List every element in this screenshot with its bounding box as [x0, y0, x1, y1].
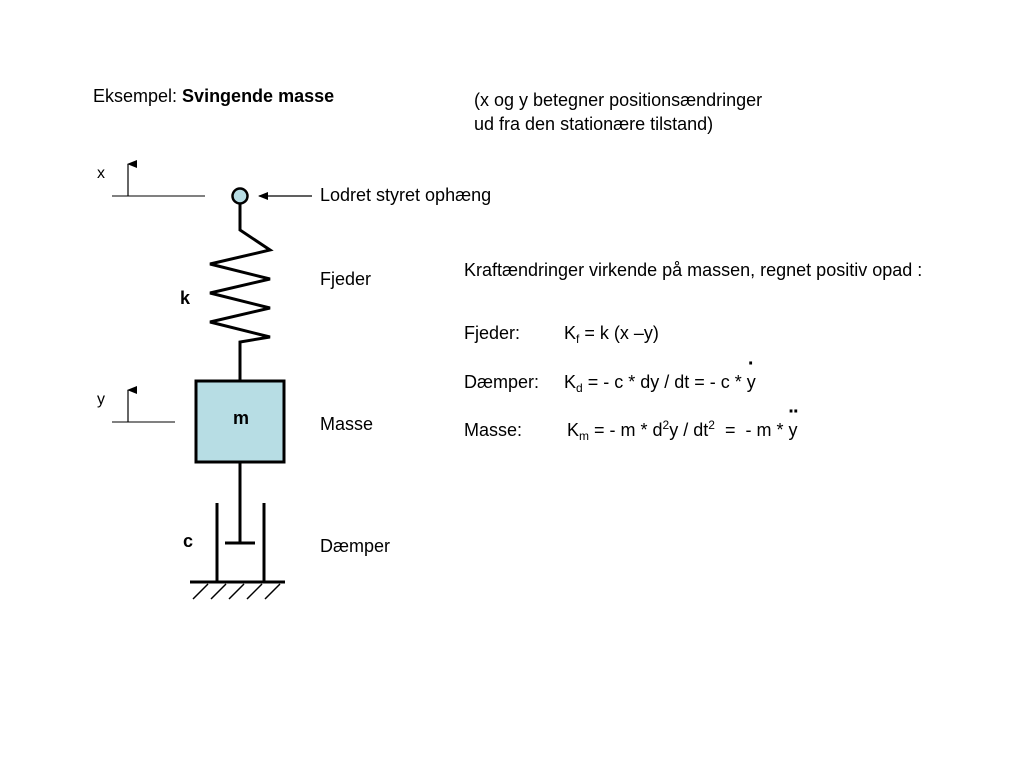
equation-mass: Masse:Km = - m * d2y / dt2 = - m * ··y [464, 402, 800, 443]
ground-hatching [192, 583, 281, 600]
note-line-1: (x og y betegner positionsændringer [474, 90, 763, 110]
label-mass: Masse [320, 414, 374, 434]
spring [209, 204, 274, 381]
equation-damper-ydot: ·y [746, 354, 756, 393]
equation-damper: Dæmper: Kd = - c * dy / dt = - c * ·y [464, 354, 756, 395]
equation-mass-var: y [788, 420, 798, 440]
title-prefix: Eksempel: [93, 86, 183, 106]
spring-symbol-k: k [180, 288, 191, 308]
equation-mass-subscript: m [579, 429, 590, 443]
label-damper: Dæmper [320, 536, 391, 556]
equation-mass-sup-b: 2 [708, 418, 715, 432]
equation-spring-subscript: f [576, 332, 580, 346]
equation-mass-expr-a: = - m * d [589, 420, 663, 440]
equation-spring: Fjeder: Kf = k (x –y) [464, 322, 659, 346]
equation-mass-yddot: ··y [788, 402, 799, 441]
equation-spring-K: K [564, 323, 577, 343]
equation-damper-name: Dæmper: [464, 372, 540, 392]
forces-heading: Kraftændringer virkende på massen, regne… [464, 260, 923, 280]
derivative-double-dot: ·· [788, 401, 799, 423]
y-label: y [97, 391, 105, 408]
mass-symbol-m: m [233, 408, 249, 428]
label-spring: Fjeder [320, 269, 372, 289]
equation-spring-expr: = k (x –y) [579, 323, 659, 343]
page-title: Eksempel: Svingende masse [93, 85, 334, 107]
equation-mass-name: Masse: [464, 420, 523, 440]
equation-mass-sup-a: 2 [662, 418, 670, 432]
equation-spring-name: Fjeder: [464, 323, 521, 343]
equation-mass-expr-b: y / dt [669, 420, 709, 440]
equation-damper-var: y [746, 372, 756, 392]
equation-damper-expr: = - c * dy / dt = - c * [582, 372, 747, 392]
derivative-dot: · [747, 353, 755, 375]
equation-damper-subscript: d [576, 381, 583, 395]
title-bold: Svingende masse [182, 86, 335, 106]
equation-mass-K: K [567, 420, 580, 440]
equation-mass-expr-c: = - m * [714, 420, 789, 440]
equation-damper-K: K [564, 372, 577, 392]
label-suspension: Lodret styret ophæng [320, 185, 492, 205]
mass-block [194, 379, 286, 464]
x-label: x [97, 165, 105, 182]
note-line-2: ud fra den stationære tilstand) [474, 114, 714, 134]
suspension-point [231, 187, 249, 205]
damper-symbol-c: c [183, 531, 193, 551]
